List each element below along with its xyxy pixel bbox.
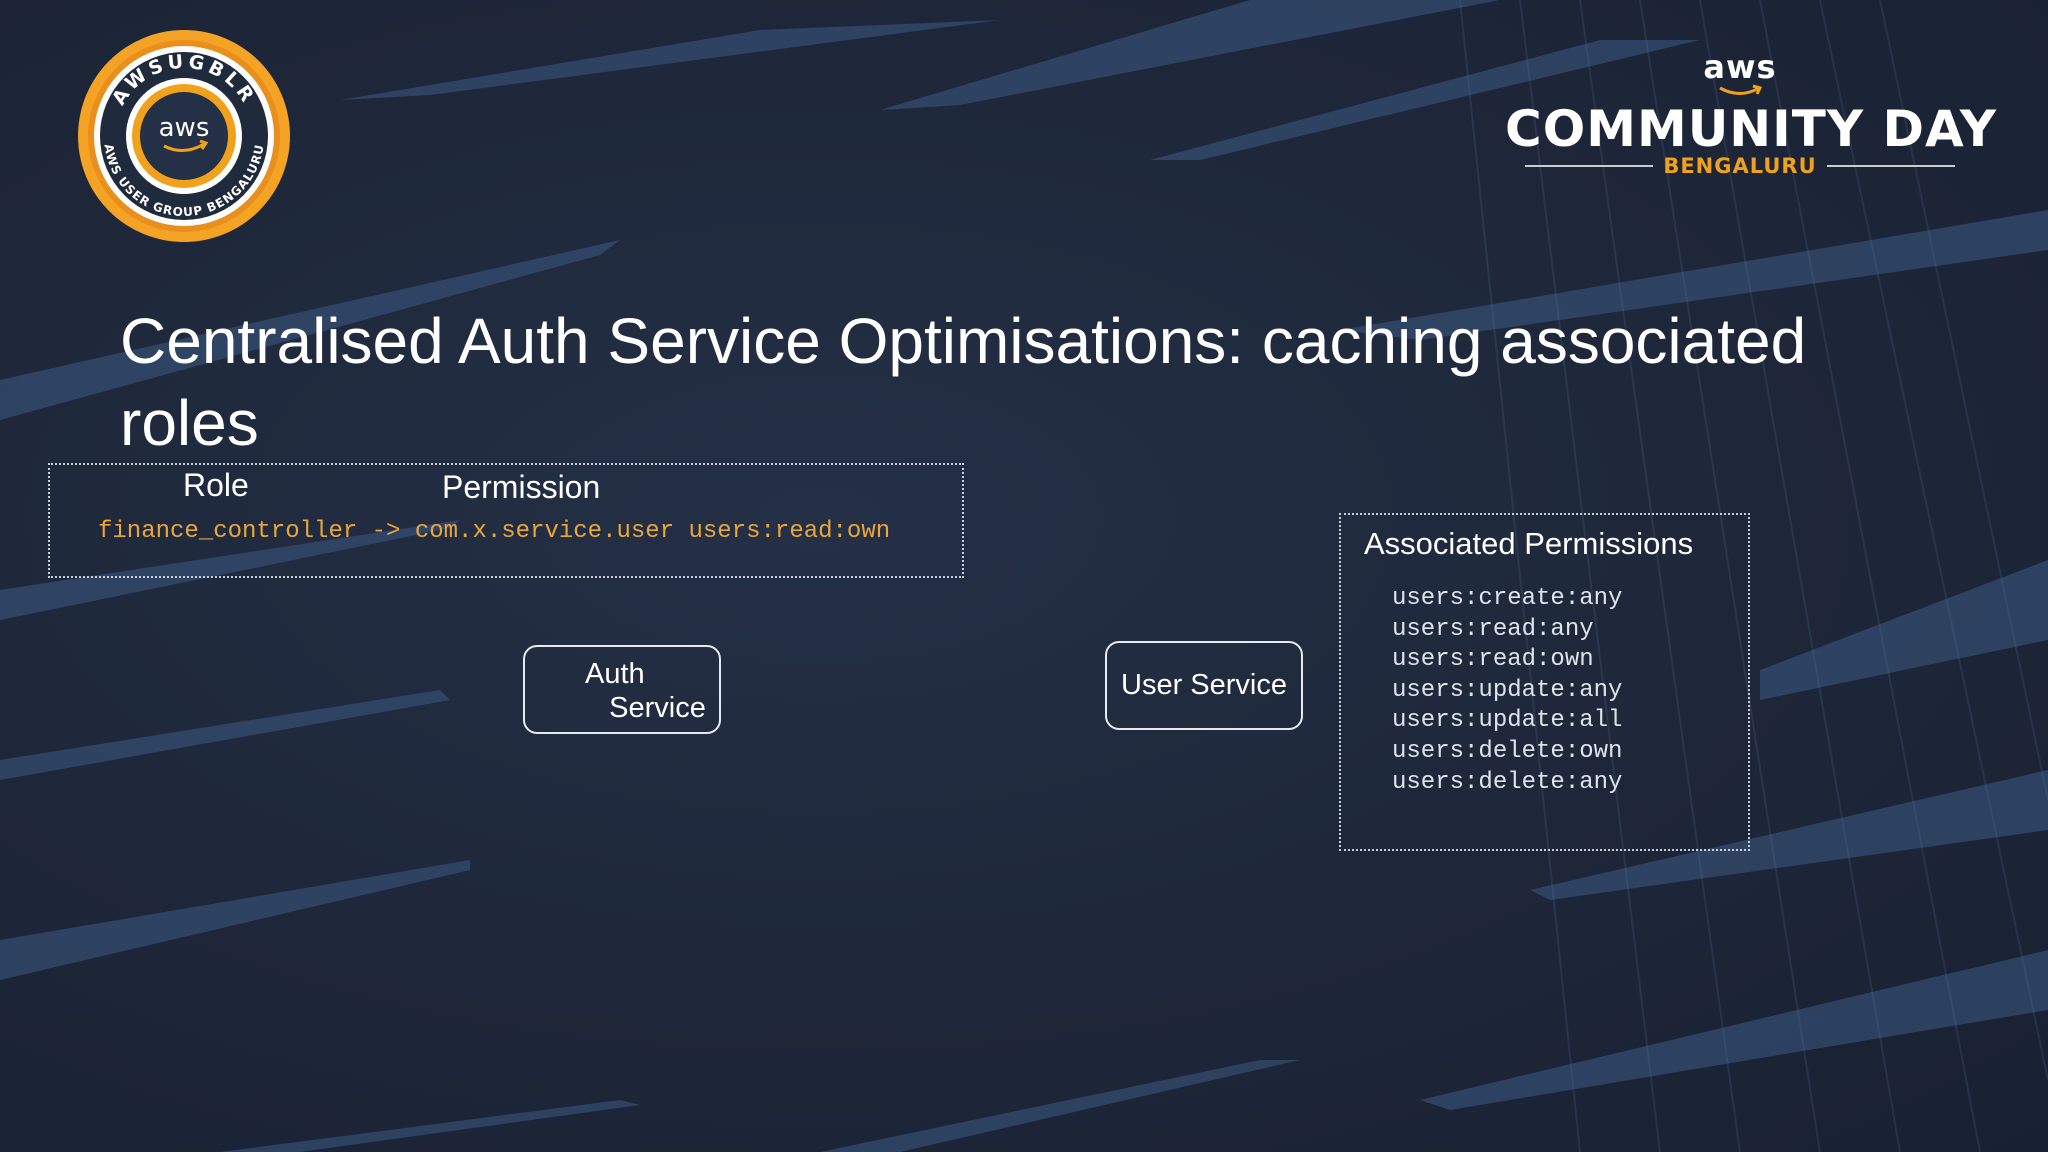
auth-service-box: Auth Service <box>523 645 721 734</box>
divider <box>1525 165 1654 167</box>
permission-item: users:update:any <box>1392 676 1623 704</box>
permission-header: Permission <box>442 469 601 505</box>
role-header: Role <box>183 467 249 503</box>
permission-item: users:read:own <box>1392 646 1594 674</box>
slide-title: Centralised Auth Service Optimisations: … <box>120 305 1807 459</box>
user-service-box: User Service <box>1105 641 1303 730</box>
badge-aws-text: aws <box>159 113 210 143</box>
community-day-city: BENGALURU <box>1663 154 1817 178</box>
permission-item: users:create:any <box>1392 585 1623 612</box>
associated-permissions-list: users:create:any users:read:any users:re… <box>1392 584 1622 798</box>
user-service-label: User Service <box>1121 669 1287 701</box>
permission-item: users:update:all <box>1392 707 1623 735</box>
community-day-subtitle: BENGALURU <box>1505 154 1975 178</box>
associated-permissions-box <box>1339 513 1750 851</box>
divider <box>1826 165 1955 167</box>
associated-permissions-title: Associated Permissions <box>1364 526 1694 561</box>
aws-smile-icon <box>1719 84 1763 95</box>
community-day-logo: aws COMMUNITY DAY BENGALURU <box>1505 48 1998 188</box>
permission-item: users:delete:own <box>1392 737 1623 765</box>
awsugblr-badge-logo: AWSUGBLR AWS USER GROUP BENGALURU aws <box>78 30 290 242</box>
permission-item: users:read:any <box>1392 615 1594 643</box>
badge-smile-icon <box>163 142 205 152</box>
community-day-aws-text: aws <box>1703 48 1777 86</box>
role-permission-box <box>48 463 964 578</box>
permission-item: users:delete:any <box>1392 768 1623 796</box>
role-permission-mapping: finance_controller -> com.x.service.user… <box>98 518 891 545</box>
auth-service-label: Auth Service <box>585 658 706 724</box>
badge-arrow-icon <box>199 139 209 150</box>
community-day-title: COMMUNITY DAY <box>1505 100 1998 158</box>
